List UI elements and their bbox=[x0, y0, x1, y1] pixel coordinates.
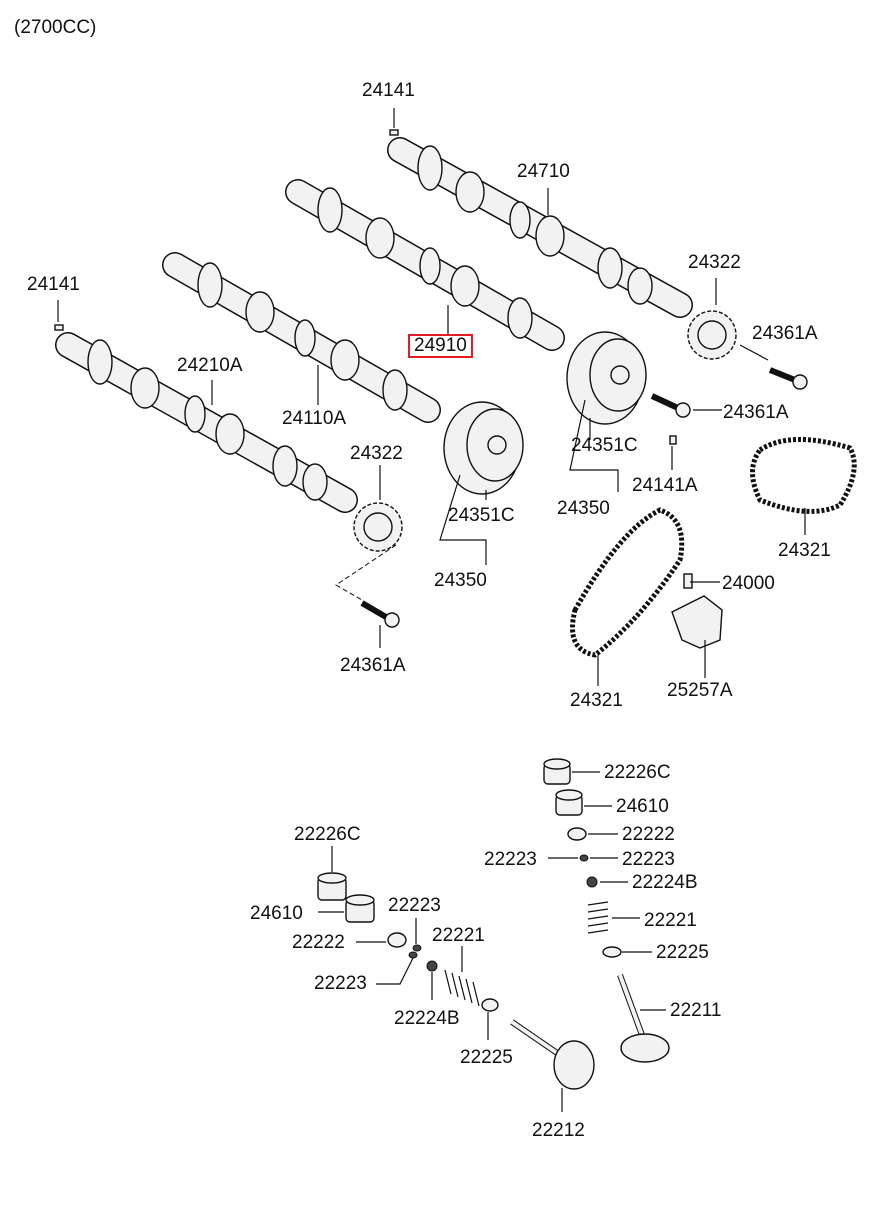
cvvt-24351C-mid[interactable] bbox=[443, 401, 524, 495]
bolt-24000[interactable] bbox=[683, 573, 693, 589]
camshaft-24210A[interactable] bbox=[55, 332, 358, 513]
valve-22211[interactable] bbox=[617, 973, 670, 1063]
label-24000[interactable]: 24000 bbox=[722, 573, 775, 594]
label-22211[interactable]: 22211 bbox=[670, 1000, 722, 1021]
pin-24141-left[interactable] bbox=[54, 324, 64, 331]
cotter-22223-left1[interactable] bbox=[412, 944, 422, 952]
label-24610-right[interactable]: 24610 bbox=[616, 796, 669, 817]
label-22223-left2[interactable]: 22223 bbox=[314, 973, 367, 994]
label-24321-bottom[interactable]: 24321 bbox=[570, 690, 623, 711]
label-24350-right[interactable]: 24350 bbox=[557, 498, 610, 519]
label-22223-right2[interactable]: 22223 bbox=[622, 849, 675, 870]
spring-22221-left[interactable] bbox=[444, 969, 480, 1007]
label-22222-right[interactable]: 22222 bbox=[622, 824, 675, 845]
label-24141A[interactable]: 24141A bbox=[632, 475, 698, 496]
label-24910-highlighted[interactable]: 24910 bbox=[408, 334, 473, 358]
label-24210A[interactable]: 24210A bbox=[177, 355, 243, 376]
label-25257A[interactable]: 25257A bbox=[667, 680, 733, 701]
label-22225-right[interactable]: 22225 bbox=[656, 942, 709, 963]
label-22224B-left[interactable]: 22224B bbox=[394, 1008, 460, 1029]
label-24141-left[interactable]: 24141 bbox=[27, 274, 80, 295]
label-24361A-r2[interactable]: 24361A bbox=[723, 402, 789, 423]
bucket-24610-right[interactable] bbox=[555, 789, 583, 816]
camshaft-24910[interactable] bbox=[285, 179, 565, 351]
label-24351C-mid[interactable]: 24351C bbox=[448, 505, 515, 526]
label-24110A[interactable]: 24110A bbox=[282, 408, 347, 429]
retainer-22222-left[interactable] bbox=[387, 932, 407, 948]
chain-24321-right[interactable] bbox=[750, 437, 857, 514]
seal-22224B-left[interactable] bbox=[426, 960, 438, 972]
pin-24141-top[interactable] bbox=[389, 129, 399, 136]
label-22212[interactable]: 22212 bbox=[532, 1120, 585, 1141]
bolt-24361A-b[interactable] bbox=[360, 600, 400, 628]
label-22223-left1[interactable]: 22223 bbox=[388, 895, 441, 916]
label-24350-mid[interactable]: 24350 bbox=[434, 570, 487, 591]
spring-22221-right[interactable] bbox=[587, 901, 609, 934]
label-22226C-left[interactable]: 22226C bbox=[294, 824, 361, 845]
label-24322-right[interactable]: 24322 bbox=[688, 252, 741, 273]
tensioner-25257A[interactable] bbox=[671, 595, 723, 649]
seat-22225-right[interactable] bbox=[602, 946, 622, 958]
cotter-22223-right[interactable] bbox=[579, 854, 589, 862]
engine-note: (2700CC) bbox=[14, 17, 97, 38]
chain-24321-bottom[interactable] bbox=[570, 507, 685, 658]
label-22225-left[interactable]: 22225 bbox=[460, 1047, 513, 1068]
valve-22212[interactable] bbox=[510, 1019, 595, 1090]
label-24322-mid[interactable]: 24322 bbox=[350, 443, 403, 464]
label-22221-right[interactable]: 22221 bbox=[644, 910, 697, 931]
label-24610-left[interactable]: 24610 bbox=[250, 903, 303, 924]
label-22222-left[interactable]: 22222 bbox=[292, 932, 345, 953]
bolt-24361A-r1[interactable] bbox=[768, 367, 808, 390]
label-22226C-right[interactable]: 22226C bbox=[604, 762, 671, 783]
camshaft-24710[interactable] bbox=[387, 137, 693, 318]
bucket-24610-left[interactable] bbox=[345, 894, 375, 923]
cotter-22223-left2[interactable] bbox=[408, 951, 418, 959]
label-24141-top[interactable]: 24141 bbox=[362, 80, 415, 101]
label-24351C-right[interactable]: 24351C bbox=[571, 435, 638, 456]
retainer-22222-right[interactable] bbox=[567, 827, 587, 841]
camshaft-24110A[interactable] bbox=[162, 252, 441, 423]
label-22223-right1[interactable]: 22223 bbox=[484, 849, 537, 870]
seat-22225-left[interactable] bbox=[481, 998, 499, 1012]
label-24710[interactable]: 24710 bbox=[517, 161, 570, 182]
seal-22224B-right[interactable] bbox=[586, 876, 598, 888]
lifter-22226C-left[interactable] bbox=[317, 872, 347, 901]
leader-lines bbox=[57, 108, 806, 1112]
label-22224B-right[interactable]: 22224B bbox=[632, 872, 698, 893]
label-24361A-r1[interactable]: 24361A bbox=[752, 323, 818, 344]
cvvt-24351C-right[interactable] bbox=[566, 331, 647, 425]
label-22221-left[interactable]: 22221 bbox=[432, 925, 485, 946]
label-24361A-bottom[interactable]: 24361A bbox=[340, 655, 406, 676]
label-24321-right[interactable]: 24321 bbox=[778, 540, 831, 561]
pin-24141A[interactable] bbox=[669, 435, 677, 445]
lifter-22226C-right[interactable] bbox=[543, 758, 571, 785]
bolt-24361A-r2[interactable] bbox=[650, 393, 691, 418]
